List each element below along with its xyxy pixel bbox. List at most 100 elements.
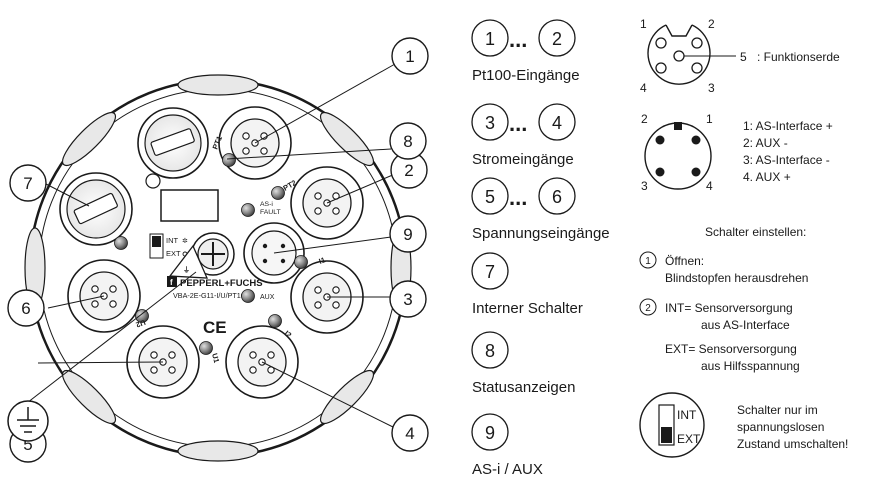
led-label-fault: FAULT	[260, 209, 281, 216]
led-i1	[294, 255, 308, 269]
callout-8: 8	[389, 122, 427, 160]
callout-7: 7	[9, 164, 47, 202]
led-label-u2: U2	[135, 318, 147, 330]
switch-ext-label: EXT	[166, 249, 181, 258]
pin5-label-3: 3	[708, 81, 715, 95]
led-u2	[135, 309, 149, 323]
led-i2	[268, 314, 282, 328]
callout-number: 6	[21, 299, 30, 318]
callout-number: 3	[403, 290, 412, 309]
callout-2: 2	[390, 151, 428, 189]
legend-number: 3	[485, 113, 495, 133]
warning-line-2: spannungslosen	[737, 420, 824, 434]
legend-label: AS-i / AUX	[472, 461, 543, 477]
callout-number: 7	[23, 174, 32, 193]
leader-lines	[13, 63, 396, 429]
connector-4pin: 1 2 3 4 1: AS-Interface + 2: AUX - 3: AS…	[641, 112, 833, 193]
step-1-line-1: Öffnen:	[665, 254, 704, 268]
brand-name: PEPPERL+FUCHS	[180, 278, 263, 289]
legend-label: Stromeingänge	[472, 151, 574, 168]
legend-number: 4	[552, 113, 562, 133]
status-leds	[114, 153, 308, 355]
legend-dots: ...	[509, 27, 527, 52]
pin5-label-2: 2	[708, 17, 715, 31]
step-2-line-2: aus AS-Interface	[701, 318, 790, 332]
svg-text:f: f	[170, 278, 173, 287]
ce-mark: CE	[203, 318, 227, 337]
legend-label: Interner Schalter	[472, 300, 583, 317]
switch-settings: Schalter einstellen: 1 Öffnen: Blindstop…	[639, 225, 848, 458]
legend-label: Spannungseingänge	[472, 225, 610, 242]
callout-number: 8	[403, 132, 412, 151]
brand-label: f PEPPERL+FUCHS VBA-2E-G11-I/U/PT100	[167, 276, 263, 300]
illus-ext-label: EXT	[677, 432, 701, 446]
callout-number: 1	[405, 47, 414, 66]
callout-number: 4	[405, 424, 414, 443]
pin4-assign-2: 2: AUX -	[743, 136, 788, 150]
earth-ground-icon	[7, 400, 49, 442]
led-label-i2: I2	[283, 329, 294, 340]
illus-int-label: INT	[677, 408, 697, 422]
legend-number: 9	[485, 423, 495, 443]
callout-1: 1	[391, 37, 429, 75]
legend-number: 8	[485, 341, 495, 361]
legend-dots: ...	[509, 185, 527, 210]
warning-line-3: Zustand umschalten!	[737, 437, 848, 451]
step-1-number: 1	[645, 256, 651, 267]
legend-item: 9AS-i / AUX	[471, 413, 543, 477]
led-label-u1: U1	[210, 352, 221, 364]
callout-4: 4	[391, 414, 429, 452]
ground-screw	[191, 232, 235, 276]
warning-triangle-icon	[168, 244, 209, 279]
legend-number: 7	[485, 262, 495, 282]
pin4-label-1: 1	[706, 112, 713, 126]
step-2-line-4: aus Hilfsspannung	[701, 359, 800, 373]
connector-5pin: 1 2 3 4 5 : Funktionserde	[640, 17, 840, 95]
step-1-line-2: Blindstopfen herausdrehen	[665, 271, 808, 285]
legend-number: 5	[485, 187, 495, 207]
warning-line-1: Schalter nur im	[737, 403, 818, 417]
led-label-i1: I1	[318, 255, 327, 266]
small-hole	[145, 173, 161, 189]
callout-6: 6	[7, 289, 45, 327]
led-aux	[241, 289, 255, 303]
callout-3: 3	[389, 280, 427, 318]
pin4-label-3: 3	[641, 179, 648, 193]
pin5-label-5: 5	[740, 50, 747, 64]
led-pt2	[271, 186, 285, 200]
switch-slider	[661, 427, 672, 443]
pin5-label-1: 1	[640, 17, 647, 31]
legend-label: Statusanzeigen	[472, 379, 575, 396]
switch-int-label: INT	[166, 236, 179, 245]
callout-number: 5	[23, 435, 32, 454]
led-pt1	[222, 153, 236, 167]
led-switch	[114, 236, 128, 250]
callout-number: 9	[403, 225, 412, 244]
callout-number: 2	[404, 161, 413, 180]
legend-item: 3 4... Stromeingänge	[471, 103, 576, 168]
led-u1	[199, 341, 213, 355]
step-2-line-1: INT= Sensorversorgung	[665, 301, 793, 315]
led-label-aux: AUX	[260, 294, 275, 301]
settings-title: Schalter einstellen:	[705, 225, 806, 239]
pin4-label-4: 4	[706, 179, 713, 193]
step-2-line-3: EXT= Sensorversorgung	[665, 342, 797, 356]
led-asi-fault	[241, 203, 255, 217]
legend-number: 2	[552, 29, 562, 49]
socket-i1	[290, 260, 364, 334]
pin4-assign-1: 1: AS-Interface +	[743, 119, 833, 133]
legend-number: 1	[485, 29, 495, 49]
pin5-label-4: 4	[640, 81, 647, 95]
internal-switch-cap	[59, 172, 133, 246]
callout-9: 9	[389, 215, 427, 253]
led-label-asi: AS-i	[260, 201, 273, 208]
legend-dots: ...	[509, 111, 527, 136]
triangle-mark: ⏚	[183, 266, 190, 274]
sun-icon: ✲	[182, 237, 188, 245]
